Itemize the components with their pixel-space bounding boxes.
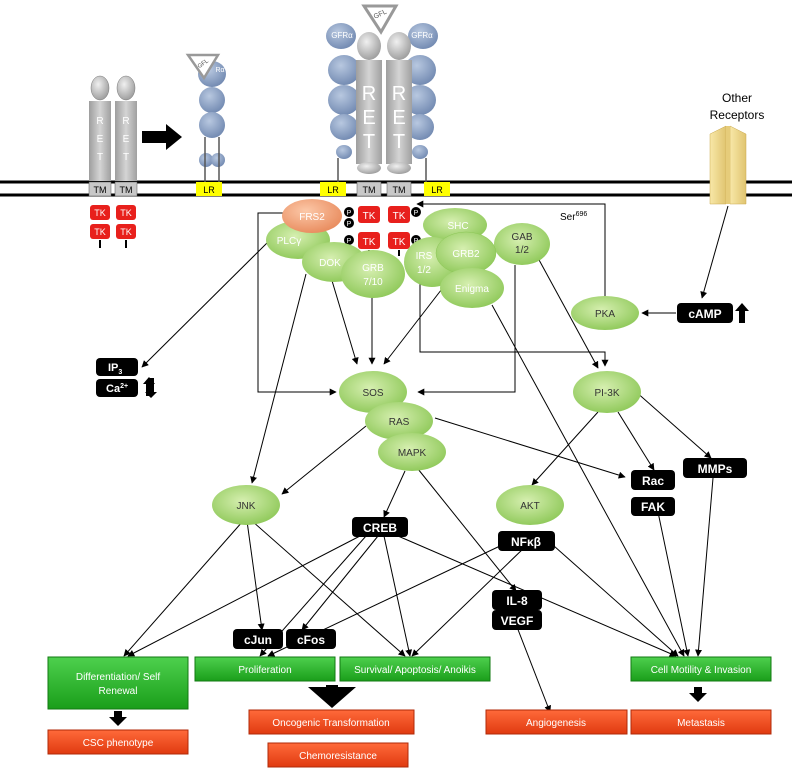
tk-label: TK <box>94 208 106 218</box>
il8-label: IL-8 <box>506 594 528 608</box>
gfra-lipid-raft-complex: Rα GFL LR <box>185 53 226 196</box>
nfkb-label: NFκβ <box>511 535 541 549</box>
differentiation-label-line2: Renewal <box>99 686 138 697</box>
csc-label: CSC phenotype <box>83 738 154 749</box>
tk-label: TK <box>363 211 376 222</box>
ret-letter-t: T <box>123 152 129 163</box>
down-arrow-icon <box>689 687 707 702</box>
ret-letter-r: R <box>122 116 129 127</box>
ser-label: Ser696 <box>560 211 587 223</box>
fak-label: FAK <box>641 500 665 514</box>
black-labels: IP3 Ca2+ cAMP CREB NFκβ Rac FAK MMPs IL-… <box>96 303 749 649</box>
differentiation-label-line1: Differentiation/ Self <box>76 672 161 683</box>
mmps-label: MMPs <box>698 462 733 476</box>
gfra-label: GFRα <box>331 31 353 40</box>
other-receptors-label-line1: Other <box>722 91 752 105</box>
plcy-label: PLCγ <box>277 236 301 247</box>
irs-label-line2: 1/2 <box>417 265 431 276</box>
tk-label: TK <box>363 237 376 248</box>
ret-letter-t: T <box>97 152 103 163</box>
calcium-increase-arrow-icon <box>143 377 155 396</box>
active-ret-complex: GFRα GFRα R E T R E T GFL LR LR TM TM <box>320 4 450 256</box>
grb710-label-line1: GRB <box>362 263 384 274</box>
tk-label: TK <box>393 237 406 248</box>
lr-label: LR <box>431 185 443 195</box>
jnk-label: JNK <box>237 501 256 512</box>
angiogenesis-label: Angiogenesis <box>526 718 586 729</box>
mapk-label: MAPK <box>398 448 427 459</box>
grb710-label-line2: 7/10 <box>363 277 383 288</box>
ret-letter-t: T <box>363 131 375 153</box>
other-receptors-label-line2: Receptors <box>710 108 765 122</box>
camp-increase-arrow-icon <box>735 303 749 323</box>
ret-letter-e: E <box>362 107 375 129</box>
big-down-arrow-icon <box>308 685 356 708</box>
dok-label: DOK <box>319 258 341 269</box>
phospho-label: P <box>347 221 352 228</box>
tm-label: TM <box>393 185 406 195</box>
shc-label: SHC <box>447 221 468 232</box>
cfos-label: cFos <box>297 633 325 647</box>
oncogenic-label: Oncogenic Transformation <box>272 718 389 729</box>
akt-label: AKT <box>520 501 539 512</box>
outcome-boxes: Differentiation/ Self Renewal Proliferat… <box>47 656 772 768</box>
down-arrow-icon <box>109 711 127 726</box>
tk-label: TK <box>94 227 106 237</box>
tm-label: TM <box>120 185 133 195</box>
motility-label: Cell Motility & Invasion <box>651 665 752 676</box>
transition-arrow <box>142 124 182 150</box>
phospho-label: P <box>347 210 352 217</box>
tm-label: TM <box>94 185 107 195</box>
gab-label-line1: GAB <box>511 232 532 243</box>
other-receptors: Other Receptors <box>710 91 765 205</box>
phospho-label: P <box>414 210 419 217</box>
sos-label: SOS <box>362 388 383 399</box>
phospho-label: P <box>347 238 352 245</box>
ret-letter-e: E <box>392 107 405 129</box>
pi3k-label: PI-3K <box>594 388 619 399</box>
survival-label: Survival/ Apoptosis/ Anoikis <box>354 665 476 676</box>
calcium-label: Ca2+ <box>106 383 128 395</box>
gfra-short-label: Rα <box>215 67 224 74</box>
frs2-label: FRS2 <box>299 212 325 223</box>
lr-label: LR <box>327 185 339 195</box>
ip3-label: IP3 <box>108 362 122 376</box>
cjun-label: cJun <box>244 633 272 647</box>
ret-letter-t: T <box>393 131 405 153</box>
pka-label: PKA <box>595 309 615 320</box>
tm-label: TM <box>363 185 376 195</box>
pathway-nodes: PKA SOS RAS MAPK PI-3K JNK AKT <box>212 296 641 525</box>
tk-label: TK <box>393 211 406 222</box>
ret-letter-r: R <box>362 83 376 105</box>
adaptor-proteins: GAB 1/2 SHC IRS 1/2 GRB2 Enigma PLCγ FRS… <box>266 199 587 308</box>
creb-label: CREB <box>363 521 397 535</box>
grb2-label: GRB2 <box>452 249 480 260</box>
inactive-ret-receptor: R E T R E T TM TM TK TK TK TK <box>88 75 138 248</box>
rac-label: Rac <box>642 474 664 488</box>
irs-label-line1: IRS <box>416 251 433 262</box>
gab-label-line2: 1/2 <box>515 245 529 256</box>
tk-label: TK <box>120 208 132 218</box>
chemoresistance-label: Chemoresistance <box>299 751 377 762</box>
tk-label: TK <box>120 227 132 237</box>
lr-label: LR <box>203 185 215 195</box>
gfra-label: GFRα <box>411 31 433 40</box>
ret-letter-r: R <box>392 83 406 105</box>
ras-label: RAS <box>389 417 410 428</box>
camp-label: cAMP <box>688 307 721 321</box>
enigma-label: Enigma <box>455 284 489 295</box>
ret-letter-e: E <box>97 134 104 145</box>
ret-letter-r: R <box>96 116 103 127</box>
gfl-label: GFL <box>197 58 211 70</box>
ret-letter-e: E <box>123 134 130 145</box>
proliferation-label: Proliferation <box>238 665 291 676</box>
vegf-label: VEGF <box>501 614 534 628</box>
metastasis-label: Metastasis <box>677 718 725 729</box>
